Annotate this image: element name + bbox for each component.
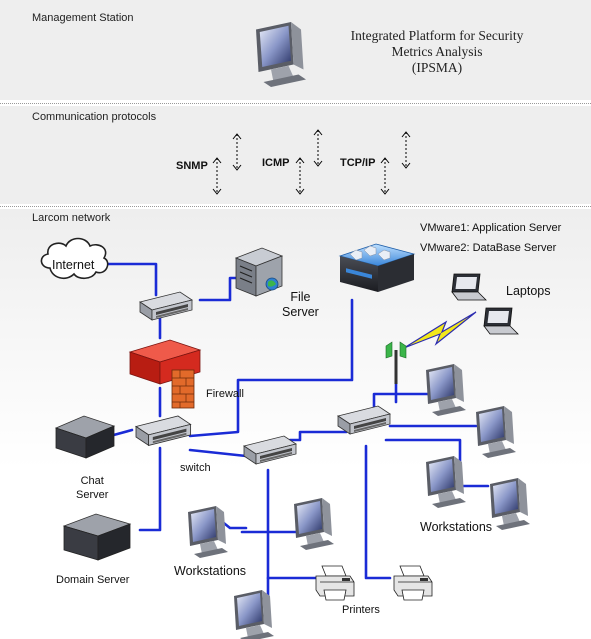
label-line: Chat bbox=[80, 475, 104, 487]
workstation-icon bbox=[476, 406, 516, 458]
separator bbox=[0, 103, 591, 104]
label-line: File bbox=[290, 290, 311, 304]
switch-label: switch bbox=[180, 462, 211, 474]
workstation-icon bbox=[426, 364, 466, 416]
protocol-tcpip: TCP/IP bbox=[340, 157, 376, 169]
workstation-icon bbox=[188, 506, 228, 558]
section-label-communication: Communication protocols bbox=[32, 111, 157, 123]
link-switch-core bbox=[188, 448, 248, 458]
label-line: Server bbox=[76, 489, 109, 501]
file-server-label: File Server bbox=[282, 290, 319, 320]
platform-title: Integrated Platform for Security Metrics… bbox=[322, 28, 552, 76]
distribution-switch-icon bbox=[337, 405, 391, 435]
internet-cloud-icon bbox=[40, 237, 109, 280]
title-line: Integrated Platform for Security bbox=[350, 28, 524, 43]
link-switch-distribution bbox=[288, 430, 348, 442]
laptop-icon bbox=[451, 273, 487, 301]
wireless-link-icon bbox=[403, 311, 477, 349]
domain-server-label: Domain Server bbox=[56, 574, 130, 586]
core-switch-icon bbox=[243, 435, 297, 465]
label-line: Server bbox=[282, 305, 319, 319]
workstations-left-label: Workstations bbox=[174, 564, 247, 578]
link-internet bbox=[106, 262, 158, 297]
tcpip-arrows-icon bbox=[401, 131, 411, 169]
printers-label: Printers bbox=[342, 604, 380, 616]
printer-icon bbox=[315, 565, 355, 601]
internet-label: Internet bbox=[52, 258, 95, 272]
domain-server-icon bbox=[62, 513, 132, 561]
icmp-arrows-icon bbox=[313, 129, 323, 167]
link-file-server bbox=[198, 276, 242, 302]
laptops-label: Laptops bbox=[506, 284, 551, 298]
snmp-arrows-icon bbox=[232, 133, 242, 171]
link-vmware bbox=[188, 298, 354, 438]
workstation-icon bbox=[294, 498, 334, 550]
communication-band bbox=[0, 106, 591, 204]
icmp-arrows-icon bbox=[295, 157, 305, 195]
workstation-icon bbox=[426, 456, 466, 508]
link-printer-right bbox=[364, 444, 392, 580]
section-label-management: Management Station bbox=[32, 12, 134, 24]
vmware-server-icon bbox=[338, 243, 416, 292]
title-line: (IPSMA) bbox=[411, 60, 463, 75]
main-switch-icon bbox=[135, 415, 192, 446]
tcpip-arrows-icon bbox=[380, 157, 390, 195]
vmware2-label: VMware2: DataBase Server bbox=[420, 242, 557, 254]
firewall-label: Firewall bbox=[206, 388, 244, 400]
workstation-icon bbox=[490, 478, 530, 530]
protocol-snmp: SNMP bbox=[176, 160, 208, 172]
chat-server-icon bbox=[54, 415, 116, 459]
protocol-icmp: ICMP bbox=[262, 157, 290, 169]
laptop-icon bbox=[483, 307, 519, 335]
vmware1-label: VMware1: Application Server bbox=[420, 222, 562, 234]
access-point-icon bbox=[385, 341, 407, 384]
file-server-icon bbox=[234, 247, 284, 297]
chat-server-label: Chat Server bbox=[76, 474, 108, 502]
router-icon bbox=[139, 291, 193, 321]
separator bbox=[0, 206, 591, 207]
section-label-larcom: Larcom network bbox=[32, 212, 111, 224]
link-domain-server bbox=[138, 446, 162, 532]
printer-icon bbox=[393, 565, 433, 601]
workstations-right-label: Workstations bbox=[420, 520, 493, 534]
firewall-icon bbox=[128, 339, 202, 409]
title-line: Metrics Analysis bbox=[391, 44, 483, 59]
management-monitor-icon bbox=[256, 22, 306, 87]
workstation-icon bbox=[234, 590, 274, 639]
snmp-arrows-icon bbox=[212, 157, 222, 195]
